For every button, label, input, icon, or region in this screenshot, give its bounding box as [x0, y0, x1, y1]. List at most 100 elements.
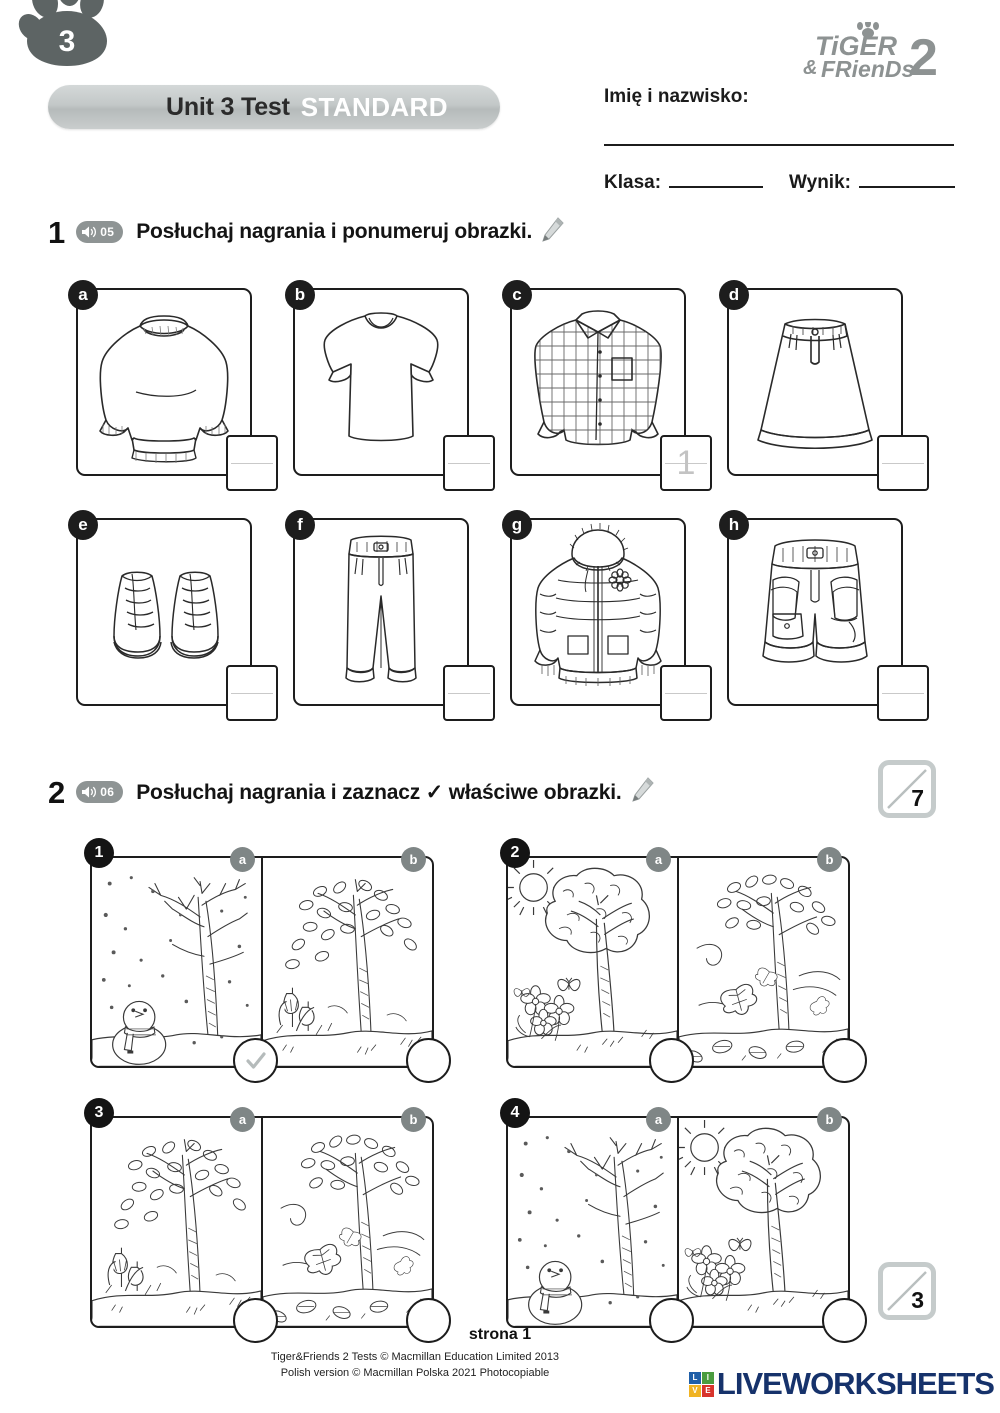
logo-tiles: L I V E — [688, 1371, 714, 1397]
spring-scene — [92, 1139, 261, 1327]
summer-scene — [508, 859, 677, 1067]
answer-circle-2a[interactable] — [649, 1038, 694, 1083]
answer-circle-4b[interactable] — [822, 1298, 867, 1343]
clothing-item-d[interactable]: d — [719, 280, 936, 504]
audio-badge-06[interactable]: 06 — [76, 781, 124, 803]
item-letter-e: e — [68, 510, 98, 540]
score-slash-icon — [887, 769, 927, 809]
season-option-1b[interactable]: b — [262, 847, 451, 1083]
season-option-4b[interactable]: b — [678, 1107, 867, 1343]
logo-ampersand: & — [803, 57, 817, 79]
student-name-field[interactable]: Imię i nazwisko: — [604, 86, 954, 146]
season-row-1: 1 — [78, 838, 938, 1088]
answer-box-b[interactable] — [443, 435, 495, 491]
item-letter-g: g — [502, 510, 532, 540]
answer-circle-4a[interactable] — [649, 1298, 694, 1343]
season-option-1a[interactable]: a — [90, 847, 278, 1083]
copyright-line-2: Polish version © Macmillan Polska 2021 P… — [280, 1366, 550, 1379]
jacket-icon — [534, 523, 662, 686]
season-item-number: 3 — [84, 1098, 114, 1128]
option-tag-b: b — [401, 1107, 426, 1132]
student-name-line[interactable] — [604, 144, 954, 146]
season-option-3a[interactable]: a — [90, 1107, 278, 1343]
exercise-1-score-box[interactable]: 7 — [878, 760, 936, 818]
clothing-item-a[interactable]: a — [68, 280, 285, 504]
option-tag-b: b — [401, 847, 426, 872]
answer-circle-2b[interactable] — [822, 1038, 867, 1083]
exercise-2-instruction: Posłuchaj nagrania i zaznacz ✓ właściwe … — [136, 780, 622, 804]
answer-box-d[interactable] — [877, 435, 929, 491]
item-frame — [293, 288, 469, 476]
season-option-2a[interactable]: a — [506, 847, 694, 1083]
pencil-icon — [631, 776, 655, 808]
option-tag-a: a — [230, 1107, 255, 1132]
logo-tile-i: I — [701, 1371, 714, 1384]
answer-circle-1a[interactable] — [233, 1038, 278, 1083]
season-option-3b[interactable]: b — [262, 1107, 451, 1343]
season-option-4a[interactable]: a — [506, 1107, 694, 1343]
audio-track-number: 06 — [100, 785, 115, 799]
answer-box-c[interactable]: 1 — [660, 435, 712, 491]
pencil-icon — [541, 216, 565, 248]
clothing-row-1: a — [68, 280, 938, 504]
autumn-scene — [263, 1134, 432, 1327]
item-letter-c: c — [502, 280, 532, 310]
clothing-item-g[interactable]: g — [502, 510, 719, 734]
student-name-label: Imię i nazwisko: — [604, 86, 749, 107]
clothing-item-b[interactable]: b — [285, 280, 502, 504]
exercise-1-heading: 1 05 Posłuchaj nagrania i ponumeruj obra… — [48, 215, 565, 249]
autumn-scene — [679, 874, 848, 1067]
exercise-1-score: 7 — [911, 785, 924, 811]
copyright-line-1: Tiger&Friends 2 Tests © Macmillan Educat… — [270, 1351, 560, 1363]
season-item-4: 4 — [494, 1098, 884, 1348]
clothing-item-h[interactable]: h — [719, 510, 936, 734]
class-score-row: Klasa: Wynik: — [604, 172, 955, 194]
skirt-icon — [757, 318, 873, 449]
option-tag-a: a — [230, 847, 255, 872]
winter-scene — [92, 876, 261, 1067]
exercise-2-items: 1 — [78, 838, 938, 1348]
liveworksheets-logo[interactable]: L I V E LIVEWORKSHEETS — [688, 1366, 995, 1402]
option-tag-b: b — [817, 1107, 842, 1132]
answer-box-g[interactable] — [660, 665, 712, 721]
audio-badge-05[interactable]: 05 — [76, 221, 124, 243]
season-item-1: 1 — [78, 838, 468, 1088]
logo-line1: TiGER — [815, 31, 898, 61]
clothing-item-c[interactable]: c — [502, 280, 719, 504]
exercise-1-number: 1 — [48, 214, 66, 250]
item-letter-d: d — [719, 280, 749, 310]
answer-box-e[interactable] — [226, 665, 278, 721]
answer-circle-1b[interactable] — [406, 1038, 451, 1083]
answer-box-h[interactable] — [877, 665, 929, 721]
logo-tile-e: E — [701, 1384, 714, 1397]
exercise-2-score: 3 — [911, 1287, 924, 1313]
unit-title: Unit 3 Test — [166, 92, 290, 121]
class-input-line[interactable] — [669, 174, 764, 188]
clothing-item-e[interactable]: e — [68, 510, 285, 734]
option-tag-a: a — [646, 1107, 671, 1132]
jumper-icon — [99, 315, 229, 463]
season-option-2b[interactable]: b — [678, 847, 867, 1083]
score-input-line[interactable] — [858, 174, 955, 188]
exercise-2-score-box[interactable]: 3 — [878, 1262, 936, 1320]
tiger-friends-logo: TiGER & FRienDs 2 — [797, 19, 945, 87]
clothing-item-f[interactable]: f — [285, 510, 502, 734]
unit-title-bar: Unit 3 Test STANDARD — [48, 85, 500, 129]
item-letter-h: h — [719, 510, 749, 540]
item-letter-f: f — [285, 510, 315, 540]
season-row-2: 3 — [78, 1098, 938, 1348]
t-shirt-icon — [323, 312, 439, 442]
score-label: Wynik: — [789, 172, 851, 193]
answer-circle-3a[interactable] — [233, 1298, 278, 1343]
option-tag-a: a — [646, 847, 671, 872]
logo-line2: FRienDs — [821, 56, 914, 82]
class-label: Klasa: — [604, 172, 662, 193]
answer-circle-3b[interactable] — [406, 1298, 451, 1343]
season-item-number: 1 — [84, 838, 114, 868]
shoes-icon — [113, 571, 219, 659]
exercise-1-instruction: Posłuchaj nagrania i ponumeruj obrazki. — [136, 220, 533, 243]
exercise-2-heading: 2 06 Posłuchaj nagrania i zaznacz ✓ właś… — [48, 775, 655, 809]
answer-box-f[interactable] — [443, 665, 495, 721]
summer-scene — [679, 1119, 848, 1327]
answer-box-a[interactable] — [226, 435, 278, 491]
